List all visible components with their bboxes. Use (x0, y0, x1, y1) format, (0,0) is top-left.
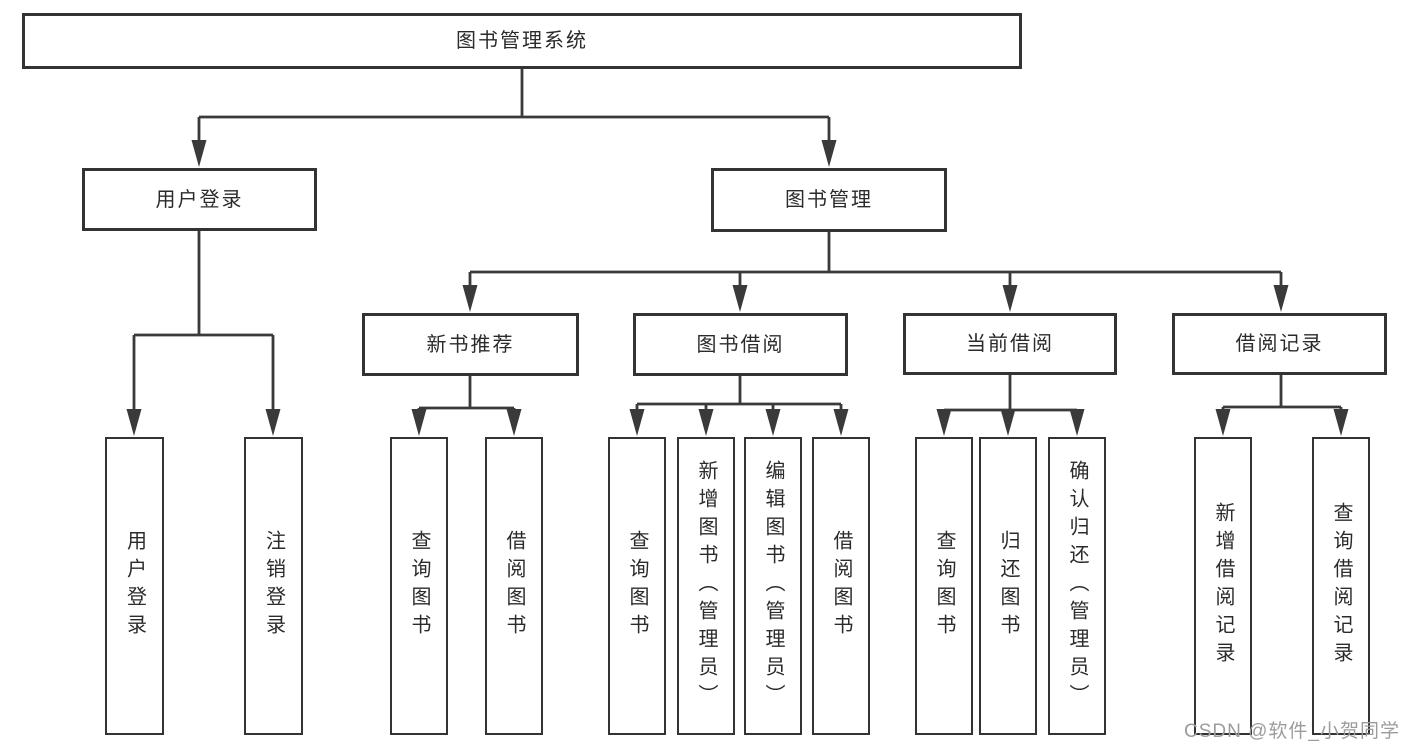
node-current-borrowing: 当前借阅 (903, 313, 1117, 375)
leaf-borrow-books-recommend: 借阅图书 (485, 437, 543, 735)
leaf-borrow-books: 借阅图书 (812, 437, 870, 735)
leaf-query-books-recommend: 查询图书 (390, 437, 448, 735)
leaf-logout: 注销登录 (244, 437, 303, 735)
csdn-watermark: CSDN @软件_小贺同学 (1184, 721, 1400, 742)
leaf-query-borrow-record: 查询借阅记录 (1312, 437, 1370, 735)
leaf-query-books-current: 查询图书 (915, 437, 973, 735)
leaf-user-login: 用户登录 (105, 437, 164, 735)
node-user-login: 用户登录 (82, 168, 317, 231)
node-borrowing-records: 借阅记录 (1172, 313, 1387, 375)
leaf-add-borrow-record: 新增借阅记录 (1194, 437, 1252, 735)
leaf-return-books: 归还图书 (979, 437, 1037, 735)
leaf-edit-books-admin: 编辑图书（管理员） (744, 437, 802, 735)
node-root-system: 图书管理系统 (22, 13, 1022, 69)
node-new-book-recommendation: 新书推荐 (362, 313, 579, 376)
leaf-add-books-admin: 新增图书（管理员） (677, 437, 735, 735)
leaf-confirm-return-admin: 确认归还（管理员） (1048, 437, 1106, 735)
node-book-borrowing: 图书借阅 (633, 313, 848, 376)
leaf-query-books-borrowing: 查询图书 (608, 437, 666, 735)
node-book-management: 图书管理 (711, 168, 947, 232)
